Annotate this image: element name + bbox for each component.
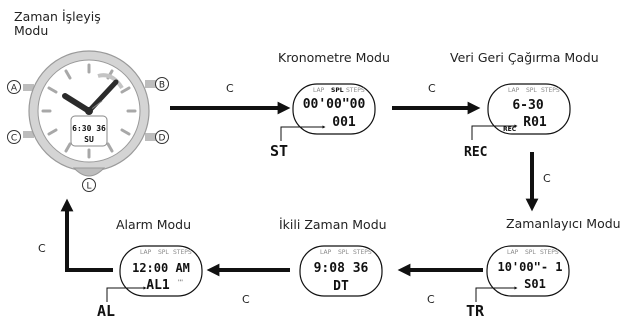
mode-label-alarm: Alarm Modu	[116, 217, 192, 232]
svg-text:SPL: SPL	[525, 249, 536, 256]
button-label-c-5: C	[242, 293, 250, 306]
lcd-alarm: LAP SPL STEPS 12:00 AM AL1 ''' AL	[97, 245, 203, 320]
watch-digital-time: 6:30 36	[72, 124, 106, 133]
tag-tr: TR	[466, 302, 485, 320]
minute-hand	[86, 79, 119, 114]
watch-button-b-stem	[145, 80, 156, 88]
mode-label-dualtime: İkili Zaman Modu	[279, 217, 387, 232]
lcd-dualtime: LAP SPL STEPS 9:08 36 DT	[299, 245, 383, 297]
button-label-c-6: C	[38, 242, 46, 255]
watch-button-c-stem	[23, 131, 34, 138]
svg-text:S01: S01	[524, 277, 546, 291]
lcd-recall: LAP SPL STEPS 6-30 R01 REC REC	[464, 83, 571, 160]
svg-text:STEPS: STEPS	[346, 87, 365, 94]
svg-text:DT: DT	[333, 279, 349, 294]
watch-digital-window	[70, 115, 108, 147]
watch-button-d: D	[155, 130, 169, 144]
svg-text:LAP: LAP	[140, 249, 152, 256]
tag-rec: REC	[464, 145, 487, 160]
button-label-c-2: C	[428, 82, 436, 95]
svg-text:SPL: SPL	[338, 249, 349, 256]
analog-watch: 6:30 36 SU A B C D L	[7, 50, 169, 192]
svg-text:LAP: LAP	[507, 249, 519, 256]
svg-text:STEPS: STEPS	[541, 87, 560, 94]
watch-button-b: B	[155, 77, 169, 91]
arrow-alarm-to-timekeeping	[60, 198, 113, 272]
mode-label-stopwatch: Kronometre Modu	[278, 50, 390, 65]
svg-text:12:00 AM: 12:00 AM	[132, 261, 190, 275]
lcd-timer: LAP SPL STEPS 10'00"- 1 S01 TR	[466, 245, 570, 320]
svg-text:SPL: SPL	[526, 87, 537, 94]
mode-label-timekeeping: Zaman İşleyiş Modu	[14, 9, 101, 38]
svg-text:R01: R01	[523, 115, 547, 130]
svg-text:LAP: LAP	[320, 249, 332, 256]
svg-text:LAP: LAP	[508, 87, 520, 94]
watch-button-a: A	[7, 80, 21, 94]
svg-text:10'00"- 1: 10'00"- 1	[497, 260, 562, 274]
mode-label-timer: Zamanlayıcı Modu	[506, 216, 621, 231]
svg-text:STEPS: STEPS	[353, 249, 372, 256]
hour-markers	[41, 63, 137, 159]
lcd-stopwatch: LAP SPL STEPS 00'00"00 001 ST	[270, 83, 376, 160]
svg-text:9:08 36: 9:08 36	[314, 261, 369, 276]
svg-text:C: C	[11, 134, 17, 144]
svg-text:001: 001	[332, 115, 356, 130]
button-label-c-4: C	[427, 293, 435, 306]
button-label-c-1: C	[226, 82, 234, 95]
watch-digital-day: SU	[84, 135, 94, 144]
svg-text:AL1: AL1	[146, 278, 170, 293]
watch-button-l: L	[82, 178, 96, 192]
hour-hand	[62, 93, 92, 114]
svg-text:STEPS: STEPS	[173, 249, 192, 256]
svg-text:B: B	[159, 81, 165, 91]
svg-text:A: A	[11, 84, 18, 94]
svg-text:SPL: SPL	[158, 249, 169, 256]
button-label-c-3: C	[543, 172, 551, 185]
svg-text:L: L	[86, 182, 91, 192]
svg-text:LAP: LAP	[313, 87, 325, 94]
svg-text:STEPS: STEPS	[540, 249, 559, 256]
watch-button-d-stem	[145, 133, 156, 141]
svg-text:SPL: SPL	[331, 87, 344, 94]
watch-button-c: C	[7, 130, 21, 144]
mode-label-recall: Veri Geri Çağırma Modu	[450, 50, 599, 65]
svg-text:D: D	[159, 134, 166, 144]
svg-text:REC: REC	[503, 126, 517, 133]
tag-al: AL	[97, 302, 115, 320]
flow-arrows	[60, 101, 539, 277]
svg-text:00'00"00: 00'00"00	[303, 97, 366, 112]
svg-text:''': '''	[178, 279, 183, 286]
watch-button-a-stem	[23, 84, 34, 91]
svg-text:6-30: 6-30	[512, 98, 543, 113]
tag-st: ST	[270, 142, 288, 160]
